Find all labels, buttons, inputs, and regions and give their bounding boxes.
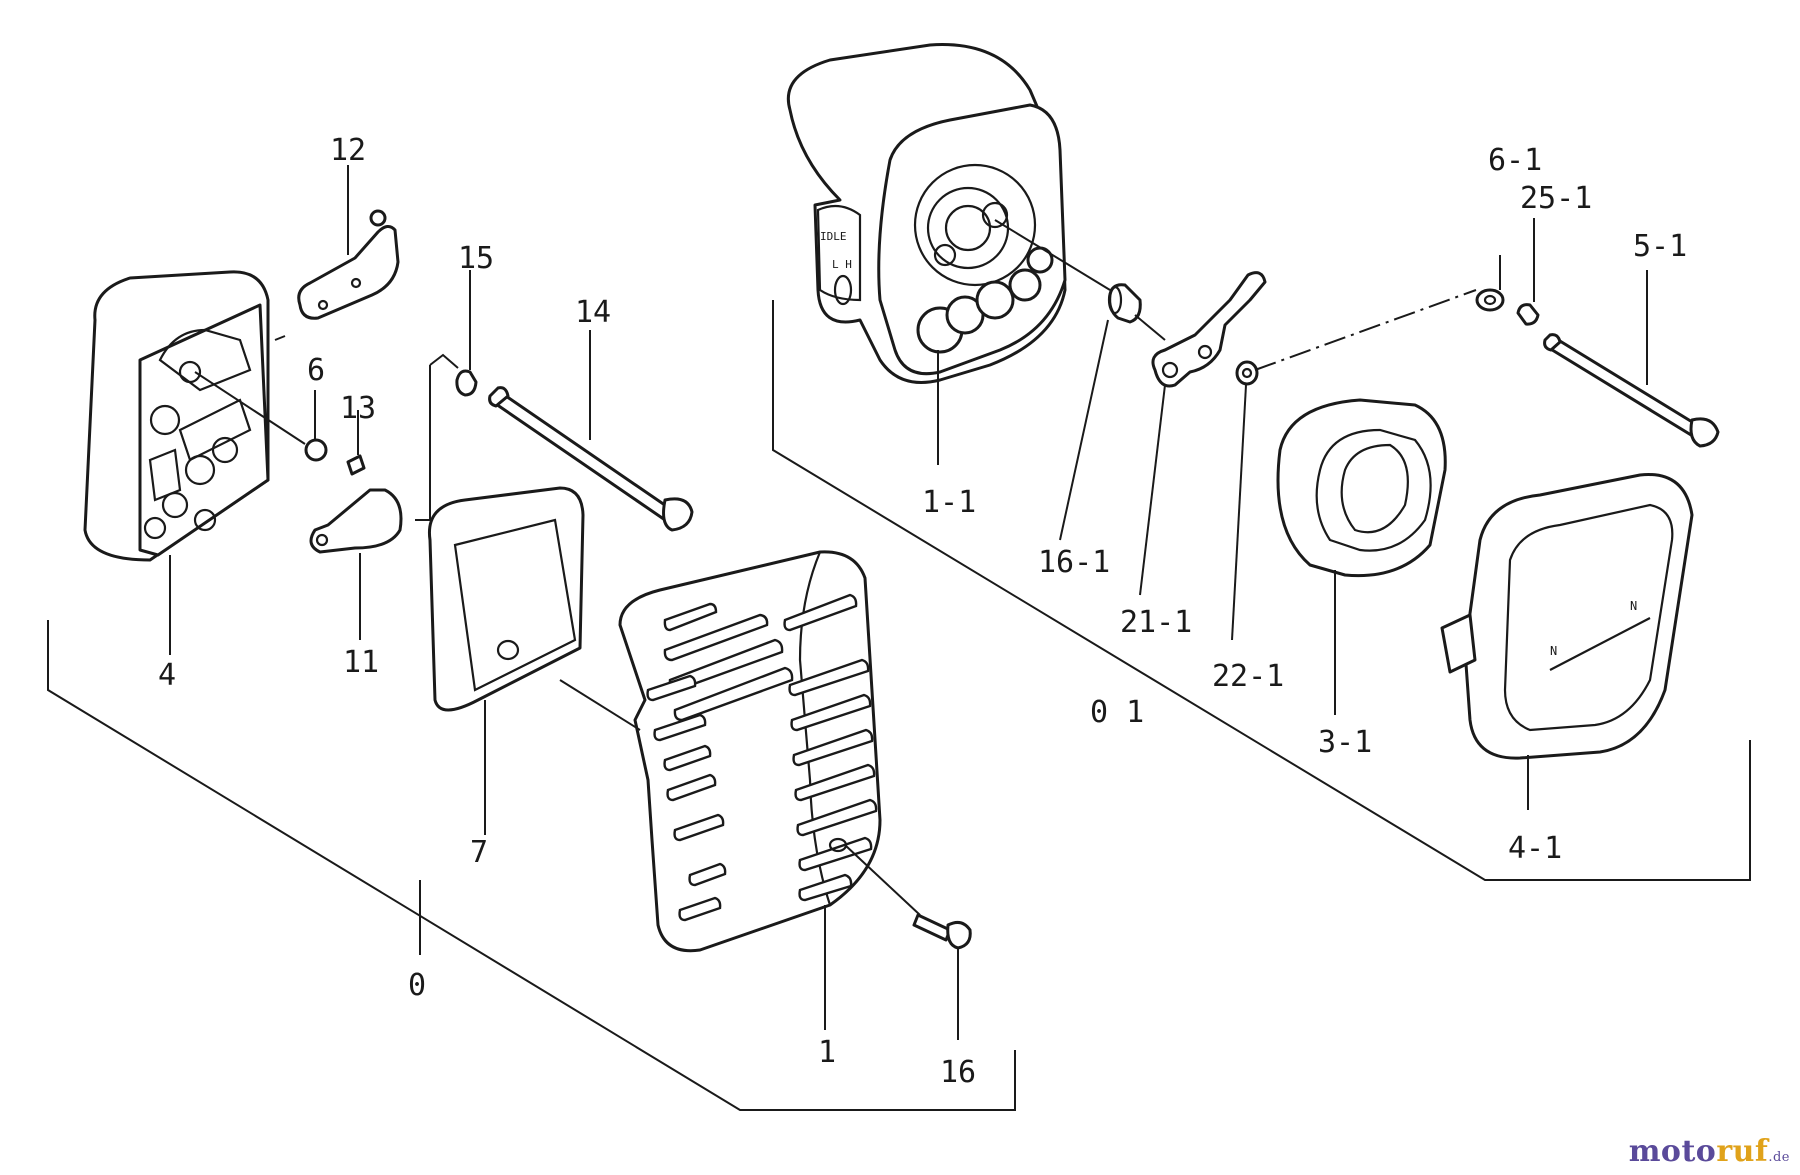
part-1-1-housing: IDLE L H <box>787 43 1067 384</box>
label-4-1: 4-1 <box>1508 831 1562 866</box>
part-14-long-bolt <box>488 386 694 532</box>
label-4: 4 <box>158 658 176 693</box>
svg-text:IDLE: IDLE <box>820 230 847 243</box>
label-3-1: 3-1 <box>1318 725 1372 760</box>
part-21-1-lever <box>1151 271 1267 388</box>
label-11: 11 <box>343 645 379 680</box>
watermark-text-3: .de <box>1768 1150 1790 1165</box>
label-16: 16 <box>940 1055 976 1090</box>
part-5-1-bolt <box>1543 333 1720 448</box>
part-1-cover <box>618 550 882 953</box>
right-leader-lines <box>772 218 1751 881</box>
watermark-text-2: ruf <box>1716 1134 1769 1169</box>
part-3-1-filter-ring <box>1276 398 1447 578</box>
part-11-choke-plate <box>309 488 403 554</box>
label-1-1: 1-1 <box>922 485 976 520</box>
label-13: 13 <box>340 391 376 426</box>
svg-text:N: N <box>1630 599 1637 613</box>
svg-text:L H: L H <box>832 258 852 271</box>
watermark-text-1: moto <box>1628 1134 1717 1169</box>
part-13-pin <box>346 454 366 476</box>
label-6: 6 <box>307 353 325 388</box>
part-labels: 12 15 14 6 13 4 11 7 0 1 16 1-1 16-1 21-… <box>158 133 1687 1090</box>
label-15: 15 <box>458 241 494 276</box>
part-16-1-collar <box>1107 283 1142 324</box>
part-22-1-washer <box>1235 360 1259 386</box>
part-15-nut <box>455 369 478 397</box>
part-25-1-nut <box>1516 303 1540 326</box>
label-21-1: 21-1 <box>1120 605 1192 640</box>
part-7-filter-element <box>427 486 585 712</box>
label-0: 0 <box>408 968 426 1003</box>
svg-text:N: N <box>1550 644 1557 658</box>
part-4-air-cleaner-base <box>83 270 270 562</box>
label-25-1: 25-1 <box>1520 181 1592 216</box>
left-leader-lines <box>47 165 1016 1111</box>
label-22-1: 22-1 <box>1212 659 1284 694</box>
part-6-collar <box>304 438 328 462</box>
part-16-screw <box>912 913 972 950</box>
label-6-1: 6-1 <box>1488 143 1542 178</box>
label-7: 7 <box>470 835 488 870</box>
part-4-1-cover: N N <box>1440 473 1694 760</box>
part-12-lever <box>297 209 400 320</box>
label-14: 14 <box>575 295 611 330</box>
label-16-1: 16-1 <box>1038 545 1110 580</box>
label-0-1: 0 1 <box>1090 695 1144 730</box>
label-5-1: 5-1 <box>1633 229 1687 264</box>
part-6-1-washer <box>1475 288 1505 312</box>
label-1: 1 <box>818 1035 836 1070</box>
site-watermark: motoruf.de <box>1629 1134 1790 1169</box>
label-12: 12 <box>330 133 366 168</box>
